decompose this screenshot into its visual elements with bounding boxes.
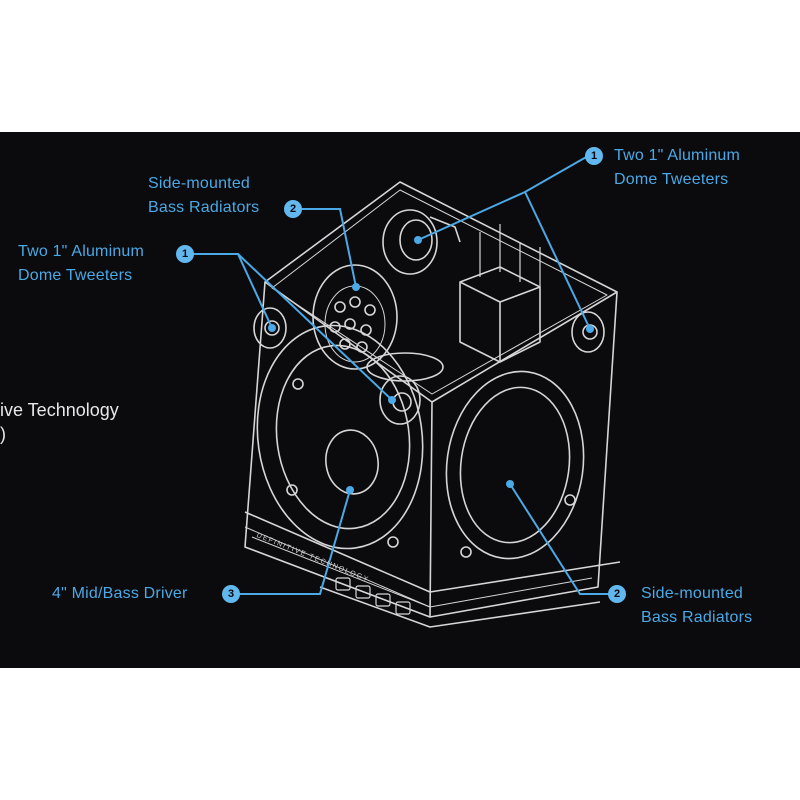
tweeter-left bbox=[253, 307, 287, 349]
leader-dot bbox=[388, 396, 396, 404]
leader-dot bbox=[268, 324, 276, 332]
callout-label: Two 1" Aluminum Dome Tweeters bbox=[18, 243, 145, 284]
callout-label: Two 1" Aluminum Dome Tweeters bbox=[614, 147, 741, 188]
leader-dot bbox=[586, 325, 594, 333]
side-bass-radiator bbox=[445, 370, 585, 560]
control-buttons bbox=[335, 577, 411, 615]
brand-text: ive Technology ) bbox=[0, 400, 119, 444]
electronics-box bbox=[459, 224, 541, 363]
leader-dot bbox=[346, 486, 354, 494]
leader-line-tweeters-right-b bbox=[524, 191, 591, 330]
number-badge: 2 bbox=[608, 585, 626, 603]
callout-label: Side-mounted Bass Radiators bbox=[148, 175, 260, 216]
number-badge: 2 bbox=[284, 200, 302, 218]
leader-line-tweeters-left-a bbox=[190, 253, 273, 329]
leader-dot bbox=[352, 283, 360, 291]
speaker-cutaway-illustration bbox=[190, 155, 621, 628]
base-plinth bbox=[244, 511, 621, 628]
number-badge: 1 bbox=[585, 147, 603, 165]
leader-dot bbox=[506, 480, 514, 488]
number-badge: 3 bbox=[222, 585, 240, 603]
callout-label: 4" Mid/Bass Driver bbox=[52, 585, 188, 602]
number-badge: 1 bbox=[176, 245, 194, 263]
leader-line-mid-bass bbox=[230, 489, 351, 595]
leader-line-tweeters-right-a bbox=[417, 155, 589, 241]
diagram-panel: DEFINITIVE TECHNOLOGY Two 1" Aluminum Do… bbox=[0, 132, 800, 668]
leader-line-bass-radiator-side bbox=[509, 483, 612, 595]
leader-line-tweeters-left-b bbox=[237, 253, 393, 401]
leader-dot bbox=[414, 236, 422, 244]
internal-tweeter bbox=[382, 209, 461, 275]
callout-label: Side-mounted Bass Radiators bbox=[641, 585, 753, 626]
leader-line-bass-radiator-top bbox=[300, 208, 357, 288]
